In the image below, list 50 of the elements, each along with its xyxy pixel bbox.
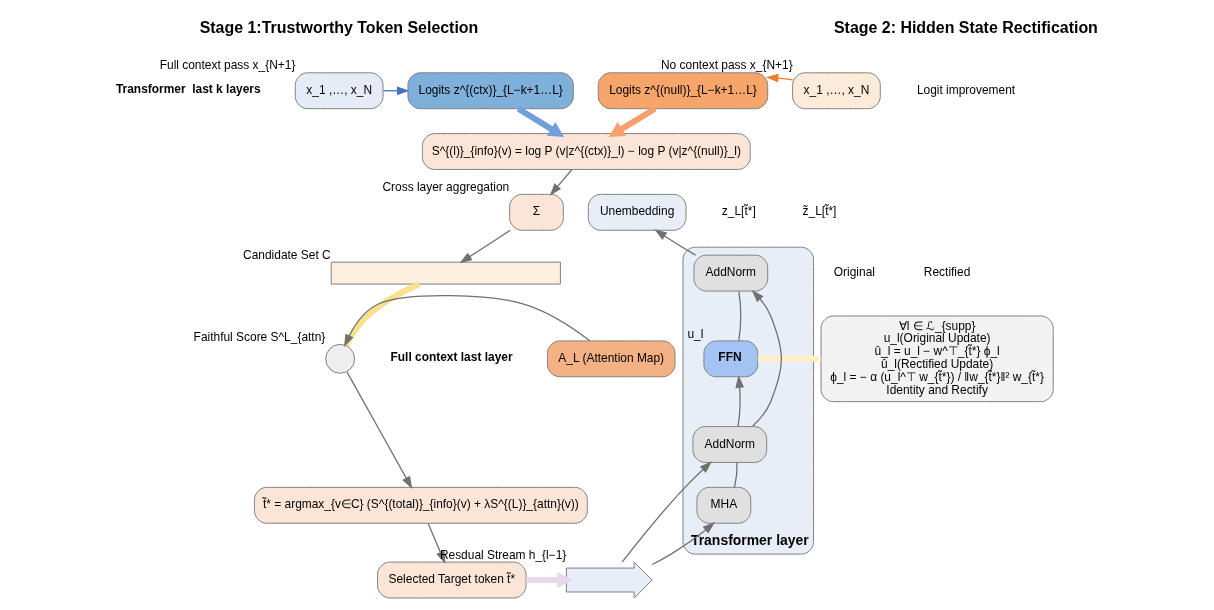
label: z_L[t̃*]	[721, 204, 756, 219]
node-box: Σ	[509, 193, 564, 231]
label: z̃_L[t̃*]	[802, 204, 837, 219]
node-box: Unembedding	[587, 193, 687, 231]
connector	[733, 461, 738, 488]
arrow	[608, 106, 657, 137]
label: Original	[833, 265, 875, 280]
node-arrow	[565, 561, 653, 599]
node-label: Faithful Score S^L_{attn}	[193, 329, 326, 344]
node-box: t̃* = argmax_{v∈C} (S^{(total)}_{info}(v) + λS^{(L)}_{attn}(v))	[253, 486, 588, 524]
connector	[343, 281, 421, 347]
label: Stage 2: Hidden State Rectification	[833, 18, 1098, 36]
node-box: A_L (Attention Map)	[546, 340, 676, 378]
node-box: Selected Target token t̃*	[377, 561, 527, 599]
node-bar	[330, 261, 561, 285]
node-box: Logits z^{(null)}_{L−k+1…L}	[597, 72, 769, 110]
node-label: Full context pass x_{N+1}	[159, 58, 296, 73]
node-label: Cross layer aggregation	[382, 179, 510, 194]
node-box: Logits z^{(ctx)}_{L−k+1…L}	[407, 72, 574, 110]
arrow	[344, 295, 591, 347]
arrow	[765, 73, 794, 83]
label: Rectified	[923, 265, 971, 280]
arrow	[751, 290, 783, 427]
node-label: Candidate Set C	[243, 247, 331, 262]
connector	[757, 355, 821, 362]
node-box: ∀l ∈ ℒ_{supp} u_l(Original Update) û_l = u_l − w^⊤_{t̃*} ϕ_l û_l(Rectified Update) ϕ_l = − α (u_l^⊤ w_{t̃*}) / ‖w_{t̃*}‖² w_{t̃*} Identity and Rectify	[820, 315, 1054, 403]
node-label: No context pass x_{N+1}	[660, 58, 793, 73]
label: Logit improvement	[916, 82, 1016, 97]
arrow	[735, 375, 745, 428]
label: Stage 1:Trustworthy Token Selection	[199, 18, 479, 36]
node-box: x_1 ,…, x_N	[792, 72, 881, 110]
arrow	[621, 461, 712, 563]
node-box: x_1 ,…, x_N	[294, 72, 384, 110]
arrow	[516, 106, 565, 137]
node-box: MHA	[696, 486, 752, 524]
arrow	[459, 229, 511, 264]
node-box: AddNorm	[692, 426, 768, 463]
arrow	[654, 229, 697, 256]
arrow	[526, 571, 573, 589]
arrow	[549, 168, 573, 196]
arrow	[651, 522, 716, 566]
node-box: FFN	[703, 340, 759, 378]
connector	[738, 290, 742, 342]
arrow	[346, 371, 413, 489]
label: Full context last layer	[390, 349, 513, 364]
node-box: AddNorm	[693, 254, 769, 292]
node-circle	[325, 343, 356, 374]
node-label: u_l	[687, 326, 704, 341]
label: Transformer last k layers	[115, 81, 261, 96]
node-box: S^{(l)}_{info}(v) = log P (v|z^{(ctx)}_l) − log P (v|z^{(null)}_l)	[421, 133, 751, 170]
